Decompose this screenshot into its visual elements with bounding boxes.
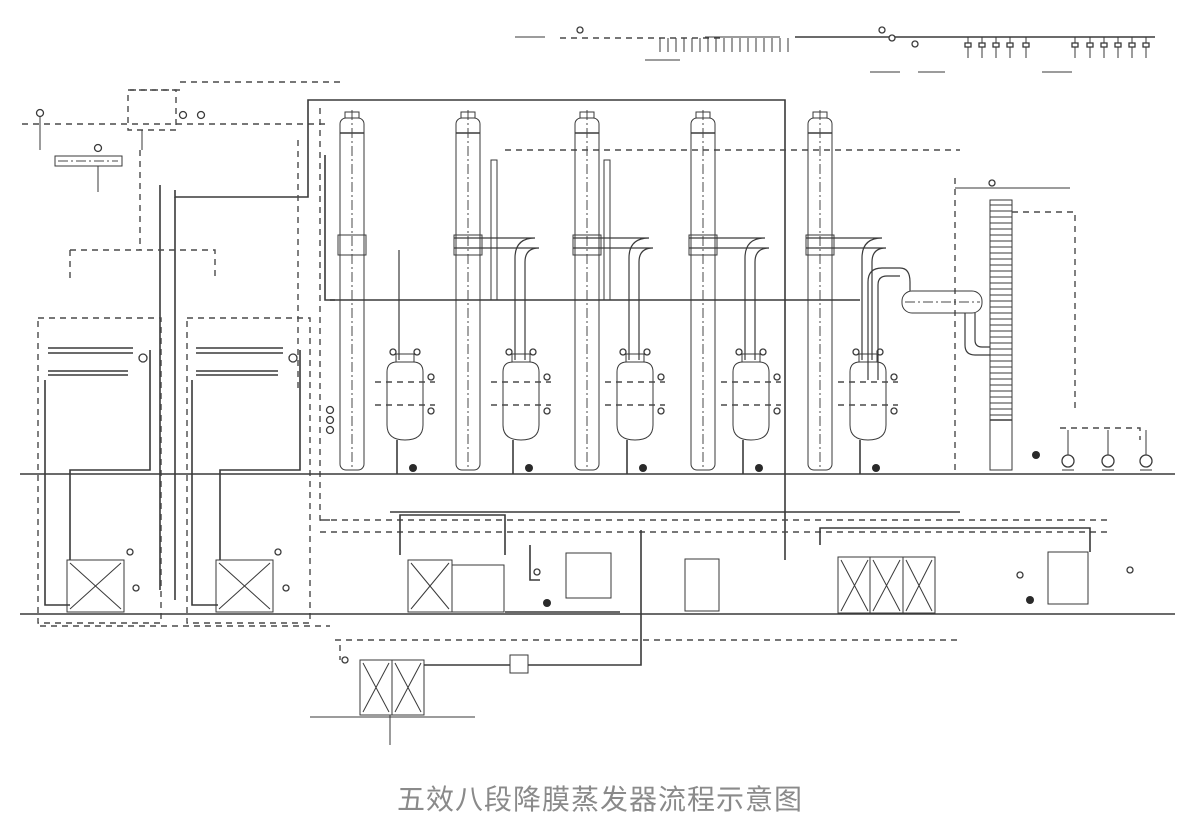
tube-preheater xyxy=(603,159,611,301)
column-cap xyxy=(579,111,595,119)
steam-distributor xyxy=(22,81,340,250)
gauge-icon xyxy=(773,407,781,415)
valve-icon xyxy=(325,405,335,415)
evaporator-column xyxy=(572,110,602,471)
separator-neck xyxy=(625,353,645,363)
gauge-icon xyxy=(389,348,397,356)
gauge-icon xyxy=(890,373,898,381)
separator-neck xyxy=(395,353,415,363)
evaporator-columns xyxy=(337,110,887,471)
column-cap xyxy=(344,111,360,119)
preheater-unit-1 xyxy=(37,317,162,624)
valve-icon xyxy=(1142,42,1150,48)
surface-condenser xyxy=(867,267,990,380)
evaporator-column xyxy=(337,110,367,471)
column-cap xyxy=(460,111,476,119)
gauge-icon xyxy=(852,348,860,356)
vacuum-pump xyxy=(1061,430,1075,471)
valve-icon xyxy=(978,42,986,48)
gauge-icon xyxy=(773,373,781,381)
pump-casing xyxy=(1061,454,1075,468)
gauge-icon xyxy=(735,348,743,356)
separator-body xyxy=(849,361,887,441)
gauge-icon xyxy=(890,407,898,415)
valve-icon xyxy=(992,42,1000,48)
bottom-exchanger xyxy=(310,530,642,745)
diagram-caption: 五效八段降膜蒸发器流程示意图 xyxy=(396,783,803,816)
separator-body xyxy=(502,361,540,441)
column-cap xyxy=(695,111,711,119)
pump-casing xyxy=(1139,454,1153,468)
vapour-pipe xyxy=(806,247,887,360)
valve-icon xyxy=(325,415,335,425)
floor-lines xyxy=(20,473,1175,641)
gauge-icon xyxy=(657,373,665,381)
vacuum-pump xyxy=(1139,430,1153,471)
valve-icon xyxy=(1114,42,1122,48)
pump-icon xyxy=(409,464,417,472)
gauge-icon xyxy=(413,348,421,356)
pump-icon xyxy=(755,464,763,472)
gauge-icon xyxy=(427,407,435,415)
vapour-pipe xyxy=(454,237,536,360)
gauge-icon xyxy=(643,348,651,356)
pump-icon xyxy=(639,464,647,472)
vapour-pipe xyxy=(806,237,883,360)
evaporator-column xyxy=(688,110,718,471)
evaporator-column xyxy=(805,110,835,471)
separator xyxy=(721,348,781,474)
separator-body xyxy=(732,361,770,441)
right-equipment xyxy=(819,527,1134,614)
pump-icon xyxy=(872,464,880,472)
center-equipment xyxy=(399,514,720,613)
column-cap xyxy=(812,111,828,119)
preheater-unit-2 xyxy=(186,317,311,624)
valve-icon xyxy=(1128,42,1136,48)
separators xyxy=(325,348,898,474)
valve-icon xyxy=(1086,42,1094,48)
separator xyxy=(838,348,898,474)
vacuum-pump xyxy=(1101,430,1115,471)
valve-icon xyxy=(1006,42,1014,48)
gauge-icon xyxy=(529,348,537,356)
gauge-icon xyxy=(759,348,767,356)
vacuum-pumps xyxy=(1032,427,1153,471)
pump-casing xyxy=(1101,454,1115,468)
gauge-icon xyxy=(657,407,665,415)
separator-neck xyxy=(741,353,761,363)
gauge-icon xyxy=(619,348,627,356)
separator-body xyxy=(616,361,654,441)
process-flow-diagram xyxy=(20,26,1175,745)
vapour-pipe xyxy=(689,247,770,360)
valve-icon xyxy=(964,42,972,48)
vapour-pipe xyxy=(454,247,540,360)
separator-body xyxy=(386,361,424,441)
separator xyxy=(605,348,665,474)
vacuum-header xyxy=(1060,427,1141,440)
separator xyxy=(491,348,551,474)
valve-icon xyxy=(325,425,335,435)
pump-icon xyxy=(525,464,533,472)
condenser-column xyxy=(954,178,1076,471)
valve-icon xyxy=(1100,42,1108,48)
gauge-icon xyxy=(543,373,551,381)
vapour-pipe xyxy=(689,237,766,360)
valve-icon xyxy=(1022,42,1030,48)
tube-preheater xyxy=(490,159,498,301)
vapour-pipe xyxy=(573,237,650,360)
gauge-icon xyxy=(543,407,551,415)
separator-neck xyxy=(511,353,531,363)
vapour-pipe xyxy=(573,247,654,360)
separator xyxy=(375,348,435,474)
evaporator-column xyxy=(453,110,483,471)
valve-icon xyxy=(1032,451,1040,459)
top-steam-header xyxy=(515,26,1155,73)
gauge-icon xyxy=(505,348,513,356)
valve-icon xyxy=(1071,42,1079,48)
gauge-icon xyxy=(427,373,435,381)
